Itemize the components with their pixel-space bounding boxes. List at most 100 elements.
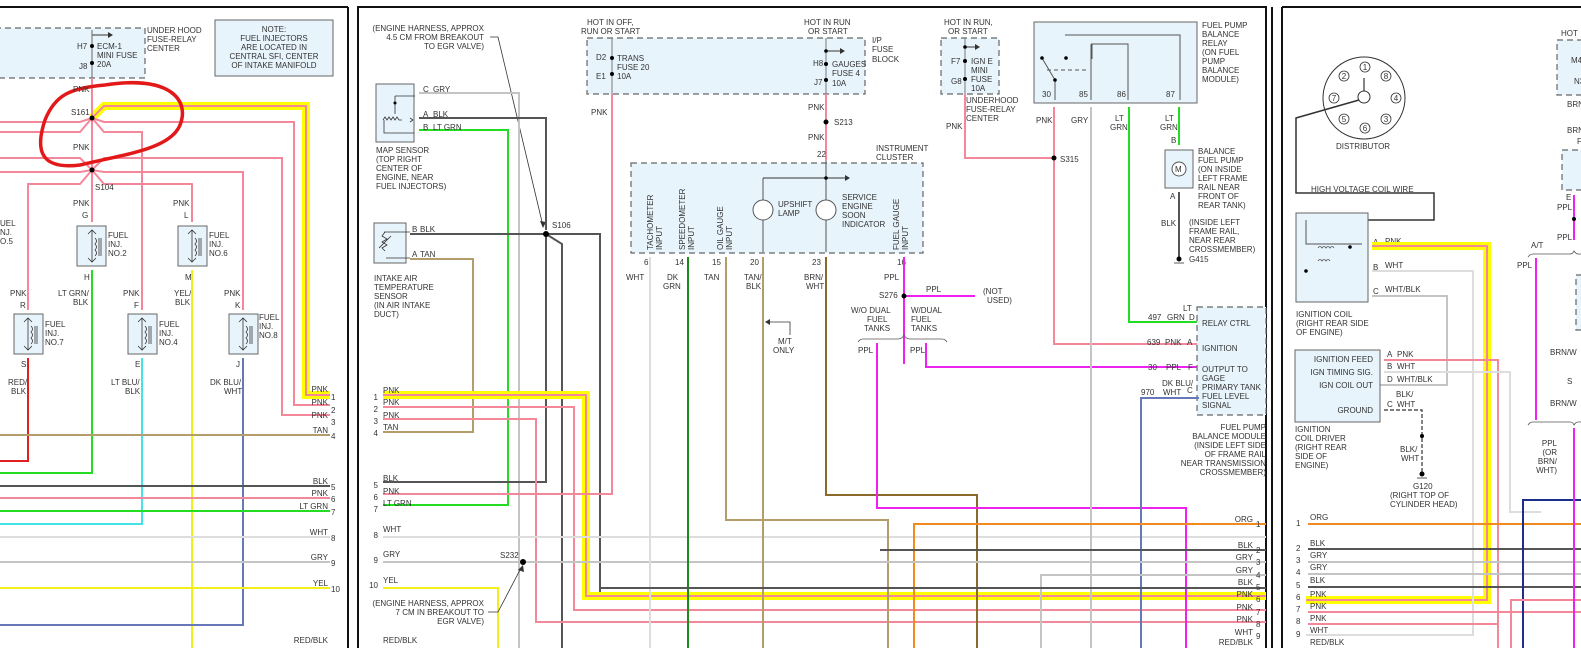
component-box	[228, 313, 259, 355]
diagram-label: HOT	[1561, 29, 1578, 38]
diagram-label: G	[82, 211, 88, 220]
junction-dot	[1064, 56, 1068, 60]
diagram-label: TAN	[383, 423, 399, 432]
fuel-pump-balance-module	[1196, 306, 1267, 416]
diagram-label: 15	[712, 258, 721, 267]
diagram-label: PPL	[884, 273, 900, 282]
diagram-label: RED/BLK	[383, 636, 418, 645]
diagram-label: DK	[667, 273, 679, 282]
wire	[725, 257, 889, 648]
diagram-label: TANKS	[911, 324, 937, 333]
symbol-path	[30, 325, 33, 345]
diagram-label: 4	[1296, 568, 1301, 577]
wire	[768, 321, 791, 335]
wire	[0, 117, 93, 133]
diagram-label: N3	[1574, 77, 1581, 86]
diagram-label: (INSIDE LEFT SIDE	[1194, 441, 1266, 450]
panel2-right-connector-numbers: 1 2 3 4 5 6 7 8 9	[1256, 520, 1261, 641]
diagram-label: RUN OR START	[581, 27, 640, 36]
diagram-label: IGNITION COIL	[1296, 310, 1353, 319]
diagram-label: REAR TANK)	[1198, 201, 1246, 210]
diagram-label: BRN/W	[1550, 399, 1577, 408]
diagram-label: 2	[1256, 546, 1261, 555]
diagram-label: PNK	[808, 133, 825, 142]
diagram-label: 1	[1296, 519, 1301, 528]
diagram-label: G120	[1413, 482, 1433, 491]
splice-s106-dot	[543, 231, 549, 237]
diagram-label: PNK	[312, 398, 329, 407]
diagram-label: PNK	[383, 411, 400, 420]
diagram-label: E	[135, 360, 140, 369]
junction-dot	[1572, 217, 1576, 221]
diagram-label: SPEEDOMETER	[678, 188, 687, 250]
distributor-cylinders: 1 8 4 3 6 5 7 2	[1328, 61, 1402, 134]
diagram-label: WHT	[1235, 628, 1253, 637]
wire	[383, 234, 547, 483]
ground-g120-icon	[1419, 471, 1425, 477]
diagram-label: 4	[1256, 571, 1261, 580]
diagram-label: 20	[750, 258, 759, 267]
diagram-label: 639	[1147, 338, 1161, 347]
wire	[1040, 574, 1266, 648]
diagram-label: BLK	[1161, 219, 1177, 228]
symbol-path	[23, 317, 33, 351]
diagram-label: FUEL LEVEL	[1202, 392, 1250, 401]
injector-note-text: NOTE: FUEL INJECTORS ARE LOCATED IN CENT…	[229, 25, 318, 70]
diagram-label: FRONT OF	[1198, 192, 1239, 201]
diagram-label: 9	[374, 556, 379, 565]
diagram-label: 86	[1117, 90, 1126, 99]
diagram-label: PNK	[224, 289, 241, 298]
diagram-label: B	[1171, 136, 1176, 145]
wire	[1305, 220, 1362, 245]
diagram-label: WHT	[1310, 626, 1328, 635]
diagram-label: (ENGINE HARNESS, APPROX	[372, 24, 484, 33]
diagram-label: FUEL	[209, 231, 230, 240]
diagram-label: TAN	[420, 250, 436, 259]
diagram-label: 1	[331, 393, 336, 402]
diagram-label: OF FRAME RAIL	[1205, 450, 1267, 459]
diagram-label: B	[412, 225, 417, 234]
diagram-label: GRY	[1310, 563, 1328, 572]
diagram-label: HOT IN RUN	[804, 18, 851, 27]
diagram-label: IGN E	[971, 57, 993, 66]
wire	[0, 358, 244, 626]
pump-label: BALANCE FUEL PUMP (ON INSIDE LEFT FRAME …	[1198, 147, 1248, 210]
diagram-label: BALANCE	[1202, 66, 1239, 75]
wire	[1372, 295, 1448, 386]
diagram-label: INDICATOR	[842, 220, 885, 229]
splice-s315: S315	[1060, 155, 1079, 164]
cluster-vertical-labels: TACHOMETER INPUT SPEEDOMETER INPUT OIL G…	[646, 188, 910, 250]
diagram-label: A	[1187, 338, 1193, 347]
diagram-label: GRY	[383, 550, 401, 559]
junction-dot	[1338, 70, 1350, 82]
diagram-label: 14	[675, 258, 684, 267]
diagram-label: RED/BLK	[294, 636, 329, 645]
junction-dot	[823, 119, 829, 125]
diagram-label: BLK	[1310, 576, 1326, 585]
diagram-label: INPUT	[655, 226, 664, 250]
diagram-label: W/DUAL	[911, 306, 943, 315]
diagram-label: INJ.	[209, 240, 223, 249]
wire	[383, 406, 1266, 611]
coil-driver-label: IGNITION COIL DRIVER (RIGHT REAR SIDE OF…	[1295, 425, 1347, 470]
cluster-pin-numbers: 6 14 15 20 23 16	[644, 258, 906, 267]
diagram-label: 1	[1363, 63, 1368, 72]
diagram-label: UPSHIFT	[778, 200, 812, 209]
diagram-label: J7	[814, 78, 823, 87]
diagram-label: TACHOMETER	[646, 194, 655, 250]
diagram-label: INPUT	[687, 226, 696, 250]
coil-wire-label: HIGH VOLTAGE COIL WIRE	[1311, 185, 1414, 194]
diagram-label: WHT	[806, 282, 824, 291]
diagram-label: RELAY CTRL	[1202, 319, 1251, 328]
diagram-label: 22	[817, 150, 826, 159]
wire	[913, 523, 1266, 648]
component-box	[76, 225, 107, 267]
diagram-label: PPL	[1557, 203, 1573, 212]
junction-dot	[963, 77, 967, 81]
junction-dot	[1051, 155, 1057, 161]
diagram-label: GAUGES	[832, 60, 866, 69]
wire	[0, 117, 93, 123]
diagram-label: 3	[331, 418, 336, 427]
diagram-label: OIL GAUGE	[716, 206, 725, 250]
diagram-label: BLK	[433, 110, 449, 119]
